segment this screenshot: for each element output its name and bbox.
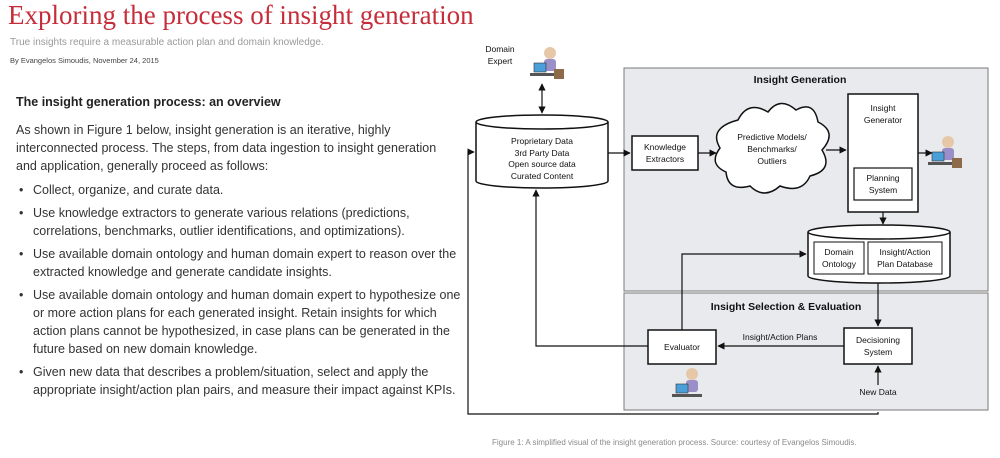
data-store-item: Proprietary Data [511, 136, 573, 146]
section-heading: The insight generation process: an overv… [16, 95, 281, 109]
knowledge-extractors-label: Knowledge [644, 142, 686, 152]
evaluator-label: Evaluator [664, 342, 700, 352]
domain-expert-icon [530, 47, 564, 79]
planning-system-label: Planning [866, 173, 899, 183]
data-store-item: Curated Content [511, 171, 574, 181]
list-item: Collect, organize, and curate data. [16, 181, 461, 199]
insight-action-plans-label: Insight/Action Plans [743, 332, 818, 342]
evaluator-box [647, 329, 717, 365]
data-store-cylinder [475, 114, 609, 189]
predictive-models-cloud [714, 102, 830, 194]
insight-selection-title: Insight Selection & Evaluation [711, 301, 862, 313]
domain-ontology-label: Ontology [822, 259, 857, 269]
insight-generation-title: Insight Generation [754, 74, 847, 86]
decisioning-system-box [843, 327, 913, 365]
decisioning-system-label: System [864, 347, 892, 357]
new-data-label: New Data [859, 387, 897, 397]
cloud-label: Predictive Models/ [737, 132, 807, 142]
cloud-label: Benchmarks/ [747, 144, 797, 154]
list-item: Use available domain ontology and human … [16, 286, 461, 358]
list-item: Use knowledge extractors to generate var… [16, 204, 461, 240]
article-title: Exploring the process of insight generat… [8, 0, 474, 30]
user-icon [928, 136, 962, 168]
domain-ontology-box [813, 241, 865, 275]
action-plan-database-label: Insight/Action [879, 247, 930, 257]
action-plan-database-label: Plan Database [877, 259, 933, 269]
data-store-item: 3rd Party Data [515, 148, 570, 158]
insight-generator-label: Generator [864, 115, 902, 125]
list-item: Given new data that describes a problem/… [16, 363, 461, 399]
domain-ontology-label: Domain [824, 247, 854, 257]
decisioning-system-label: Decisioning [856, 335, 900, 345]
planning-system-label: System [869, 185, 897, 195]
evaluator-user-icon [672, 368, 702, 397]
steps-list: Collect, organize, and curate data. Use … [16, 181, 461, 404]
article-subtitle: True insights require a measurable actio… [10, 37, 324, 48]
insight-process-diagram: Insight Generation Insight Selection & E… [467, 44, 989, 415]
action-plan-database-box [867, 241, 943, 275]
planning-system-box [853, 167, 913, 201]
cloud-label: Outliers [757, 156, 786, 166]
data-store-item: Open source data [508, 159, 576, 169]
article-byline: By Evangelos Simoudis, November 24, 2015 [10, 56, 159, 65]
insight-generator-label: Insight [870, 103, 896, 113]
knowledge-extractors-label: Extractors [646, 154, 684, 164]
figure-caption: Figure 1: A simplified visual of the ins… [492, 438, 857, 447]
domain-expert-label: Domain [485, 44, 515, 54]
list-item: Use available domain ontology and human … [16, 245, 461, 281]
intro-paragraph: As shown in Figure 1 below, insight gene… [16, 123, 437, 173]
knowledge-extractors-box [631, 135, 699, 171]
domain-expert-label: Expert [488, 56, 513, 66]
